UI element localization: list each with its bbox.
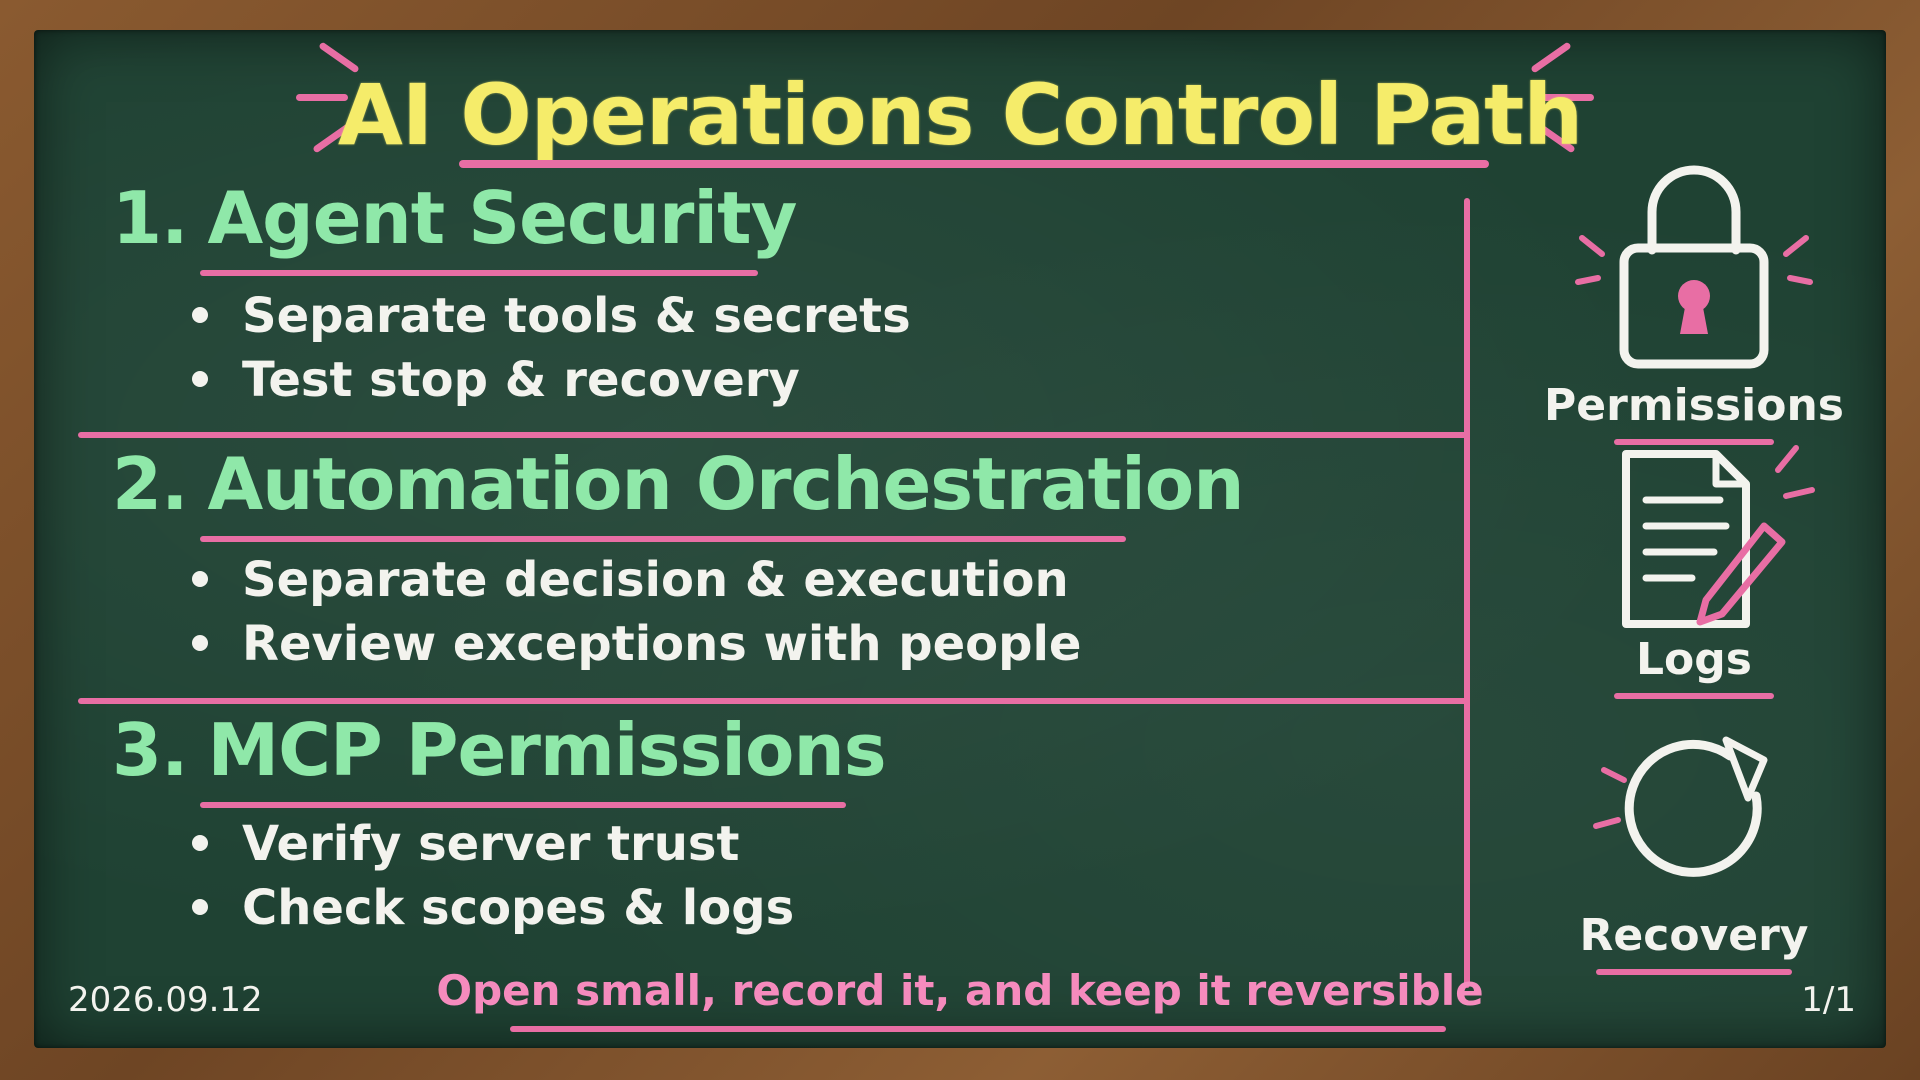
section-number: 3. [112,708,188,792]
bullet-dot [192,899,208,915]
section-divider [78,698,1468,704]
list-item: Verify server trust [192,812,794,876]
footer-underline [510,1026,1446,1032]
section-number: 2. [112,442,188,526]
refresh-icon [1593,736,1768,877]
list-item: Separate decision & execution [192,548,1081,612]
section-divider [78,432,1468,438]
section-title: Automation Orchestration [207,442,1244,526]
spark-decoration [1542,94,1594,101]
bullet-dot [192,635,208,651]
list-item: Check scopes & logs [192,876,794,940]
chalkboard: AI Operations Control Path 1.Agent Secur… [34,30,1886,1048]
page-title: AI Operations Control Path [337,66,1583,164]
title-underline [459,160,1489,168]
list-item: Test stop & recovery [192,348,911,412]
section-heading-agent-security: 1.Agent Security [112,176,797,260]
spark-decoration [296,94,348,101]
sidebar-item-recovery: Recovery [1504,730,1884,975]
lock-icon [1575,165,1813,369]
list-item: Review exceptions with people [192,612,1081,676]
section-number: 1. [112,176,188,260]
heading-underline [200,802,846,808]
bullet-dot [192,835,208,851]
label-underline [1614,439,1774,445]
page-number: 1/1 [1801,980,1856,1020]
bullet-list: Separate tools & secrets Test stop & rec… [192,284,911,412]
footer-message: Open small, record it, and keep it rever… [436,966,1484,1015]
label-underline [1596,969,1792,975]
label-underline [1614,693,1774,699]
vertical-divider [1464,198,1470,988]
bullet-dot [192,571,208,587]
bullet-dot [192,307,208,323]
list-item: Separate tools & secrets [192,284,911,348]
sidebar-label: Permissions [1544,380,1844,431]
bullet-list: Verify server trust Check scopes & logs [192,812,794,940]
heading-underline [200,270,758,276]
sidebar-label: Recovery [1579,910,1809,961]
sidebar-label: Logs [1636,634,1752,685]
section-title: MCP Permissions [207,708,886,792]
sidebar-item-logs: Logs [1504,444,1884,699]
bullet-dot [192,371,208,387]
heading-underline [200,536,1126,542]
section-title: Agent Security [207,176,797,260]
bullet-list: Separate decision & execution Review exc… [192,548,1081,676]
section-heading-automation-orchestration: 2.Automation Orchestration [112,442,1244,526]
document-pencil-icon [1622,445,1815,628]
section-heading-mcp-permissions: 3.MCP Permissions [112,708,887,792]
sidebar-item-permissions: Permissions [1504,150,1884,445]
date-label: 2026.09.12 [68,980,263,1020]
